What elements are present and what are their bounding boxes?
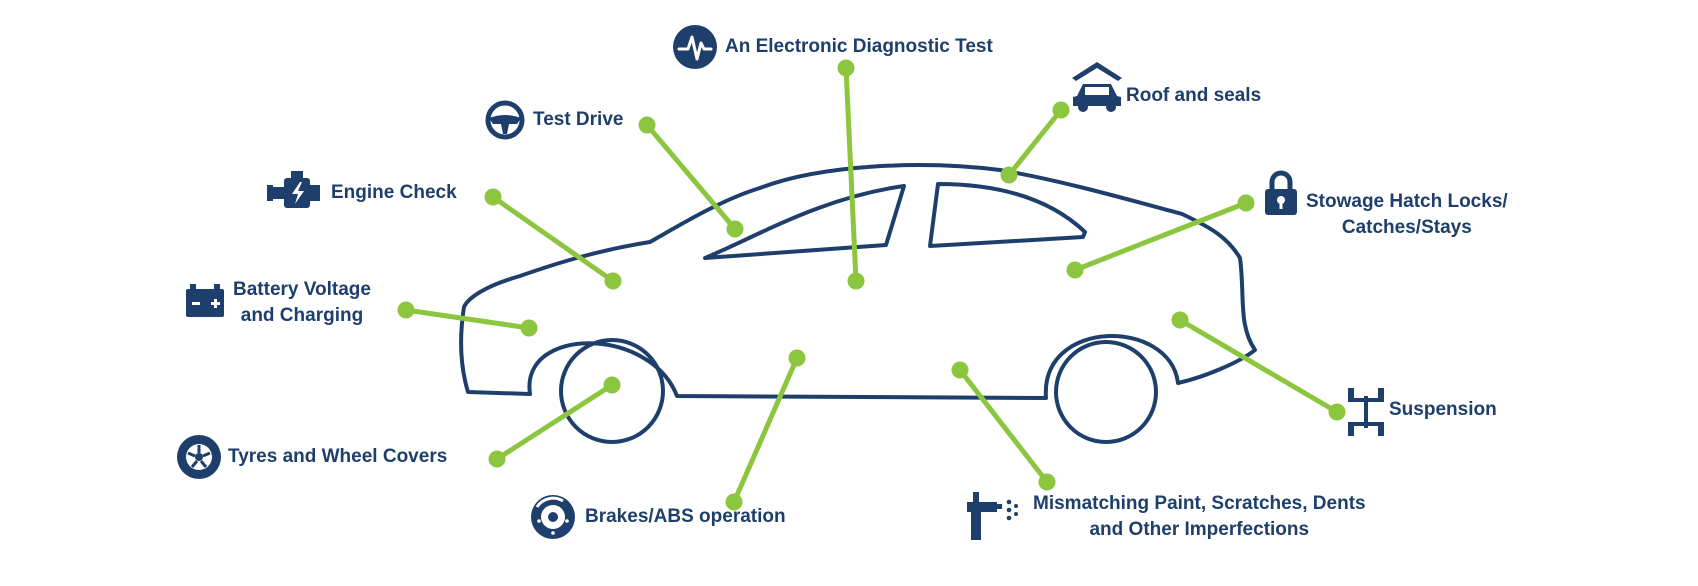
connector-engine [484, 188, 622, 290]
front-wheel [559, 338, 665, 444]
connector-suspension [1171, 311, 1346, 421]
rear-wheel [1054, 340, 1158, 444]
label-brakes-text: Brakes/ABS operation [585, 506, 786, 527]
rear-window [928, 182, 1087, 248]
connector-tyres [488, 376, 621, 468]
label-paint: Mismatching Paint, Scratches, Dents and … [1033, 491, 1366, 543]
car-outline [459, 163, 1257, 444]
battery-icon [186, 284, 224, 317]
connector-test-drive [638, 116, 744, 238]
label-engine-text: Engine Check [331, 182, 457, 203]
label-diagnostic-text: An Electronic Diagnostic Test [725, 36, 993, 57]
label-roof-text: Roof and seals [1126, 85, 1262, 106]
connector-roof [1000, 101, 1070, 184]
spray-gun-icon [967, 492, 1018, 540]
brake-disc-icon [531, 495, 575, 539]
label-suspension: Suspension [1389, 397, 1497, 423]
car-roof-icon [1072, 62, 1122, 112]
connector-stowage [1066, 194, 1255, 279]
label-battery-line2: and Charging [240, 305, 364, 326]
connector-brakes [725, 349, 806, 511]
padlock-icon [1265, 170, 1297, 215]
label-battery: Battery Voltage and Charging [233, 277, 371, 329]
label-brakes: Brakes/ABS operation [585, 504, 786, 530]
label-tyres: Tyres and Wheel Covers [228, 444, 447, 470]
connector-paint [951, 361, 1056, 491]
engine-icon [267, 171, 320, 208]
label-test-drive-text: Test Drive [533, 109, 624, 130]
label-suspension-text: Suspension [1389, 399, 1497, 420]
label-battery-line1: Battery Voltage [233, 279, 371, 300]
front-window [703, 184, 906, 260]
label-paint-line2: and Other Imperfections [1089, 519, 1310, 540]
label-diagnostic: An Electronic Diagnostic Test [725, 34, 993, 60]
connectors [397, 59, 1346, 511]
label-roof: Roof and seals [1126, 83, 1261, 109]
tyre-icon [177, 435, 221, 479]
car-body [459, 163, 1257, 400]
label-paint-line1: Mismatching Paint, Scratches, Dents [1033, 493, 1366, 514]
label-stowage-line1: Stowage Hatch Locks/ [1306, 191, 1508, 212]
connector-battery [397, 301, 538, 337]
label-engine: Engine Check [331, 180, 457, 206]
chassis-icon [1348, 388, 1384, 436]
steering-wheel-icon [485, 100, 525, 140]
heartbeat-icon [673, 25, 717, 69]
label-stowage: Stowage Hatch Locks/ Catches/Stays [1306, 189, 1508, 241]
label-test-drive: Test Drive [533, 107, 623, 133]
label-tyres-text: Tyres and Wheel Covers [228, 446, 448, 467]
label-stowage-line2: Catches/Stays [1341, 217, 1472, 238]
connector-diagnostic [837, 59, 865, 290]
